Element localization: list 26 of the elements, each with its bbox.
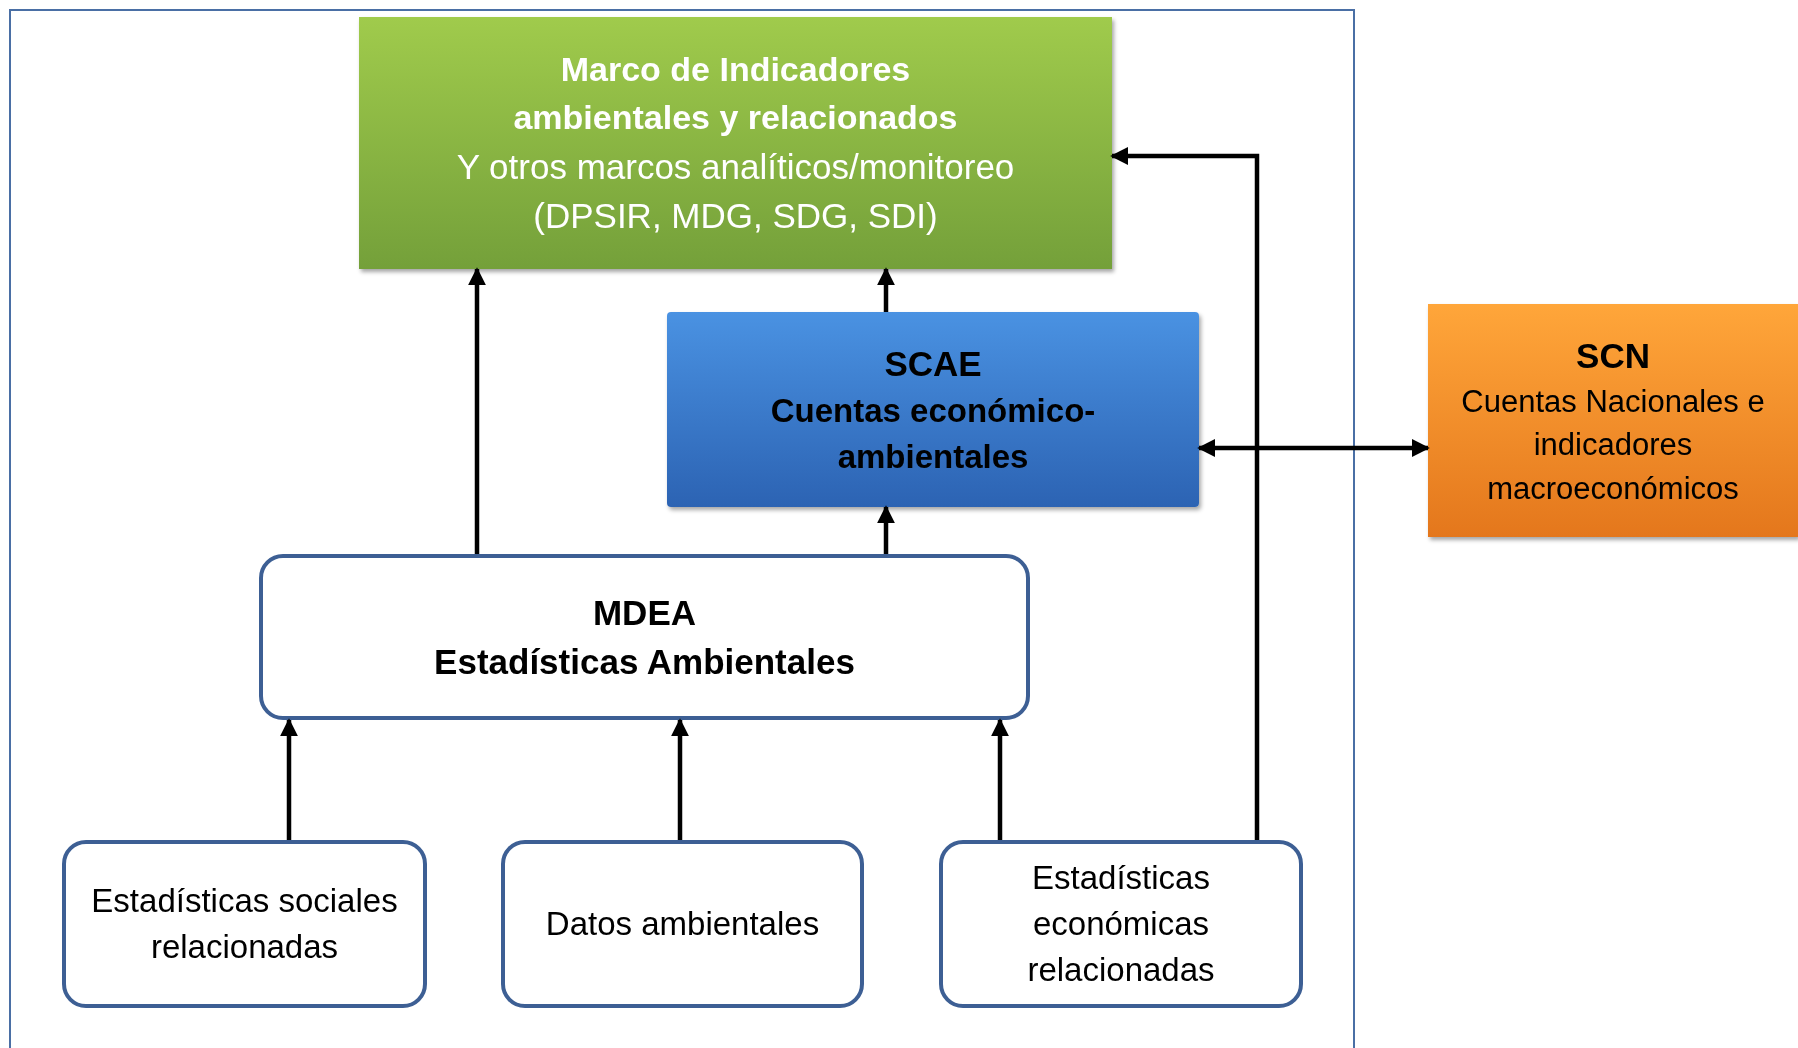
box-text: Cuentas Nacionales e indicadores macroeconómicos (1460, 382, 1766, 508)
box-heading: SCN (1576, 334, 1650, 377)
arrow (1110, 147, 1260, 840)
process-box (259, 554, 1030, 720)
arrow (671, 718, 689, 840)
box-text: Y otros marcos analíticos/monitoreo (DPSIR, MDG, SDG, SDI) (455, 145, 1016, 237)
box-text: Estadísticas económicas relacionadas (1026, 857, 1216, 991)
box-heading: MDEA (592, 592, 697, 634)
box-text: Estadísticas sociales relacionadas (90, 880, 399, 967)
arrow (877, 505, 895, 554)
accounts-box (667, 312, 1199, 507)
process-box (939, 840, 1303, 1008)
box-text: Estadísticas Ambientales (434, 641, 855, 683)
box-text: Cuentas económico-ambientales (769, 390, 1097, 477)
national-accounts-box (1428, 304, 1798, 537)
box-heading: Marco de Indicadores ambientales y relacionados (512, 49, 959, 138)
box-heading: SCAE (884, 342, 982, 385)
framework-box (359, 17, 1112, 269)
arrow (877, 267, 895, 312)
process-box (62, 840, 427, 1008)
process-box (501, 840, 864, 1008)
arrow (468, 267, 486, 554)
arrow (1197, 439, 1430, 457)
arrow (280, 718, 298, 840)
box-text: Datos ambientales (545, 903, 820, 944)
arrow (991, 718, 1009, 840)
